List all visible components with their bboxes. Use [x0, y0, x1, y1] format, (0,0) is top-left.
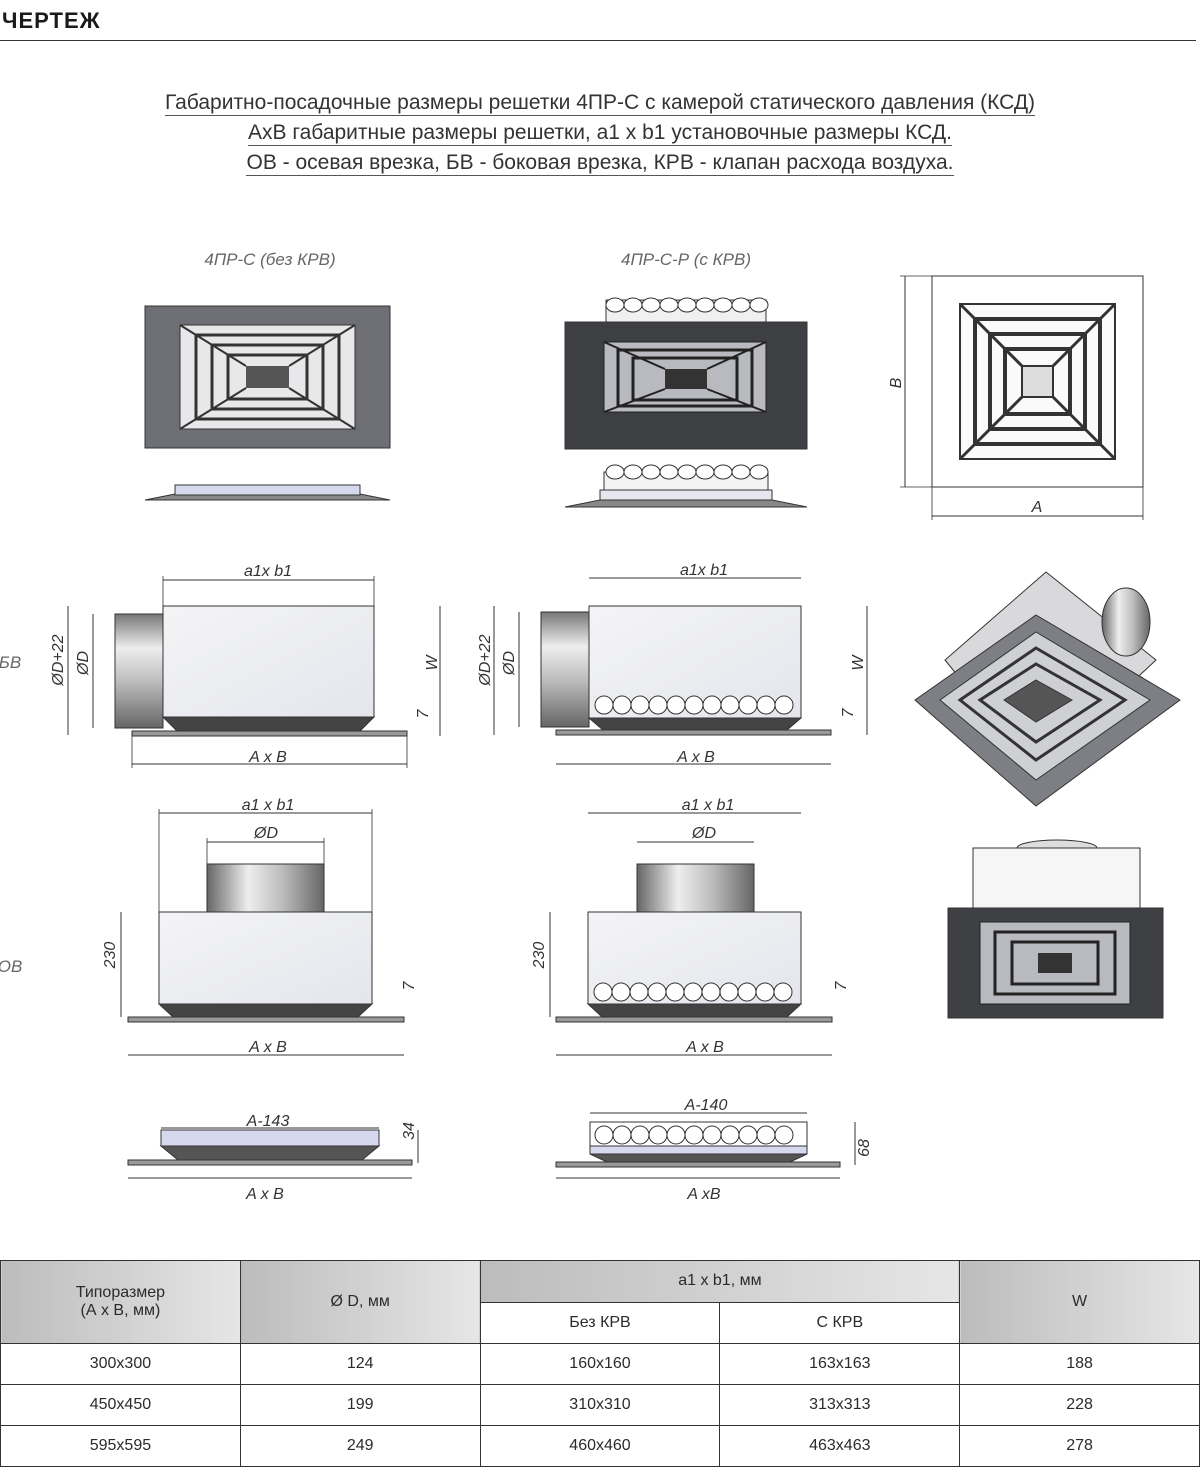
cell-d: 199	[239, 1384, 481, 1426]
page-header: ЧЕРТЕЖ	[0, 0, 1200, 42]
dim-34: 34	[401, 1122, 418, 1140]
dim-ab-section-left: A x B	[245, 1186, 284, 1203]
grille-section-middle	[555, 1112, 856, 1179]
dim-d22-middle: ØD+22	[477, 634, 494, 686]
grille-plan-right	[900, 275, 1144, 520]
label-bv: БВ	[0, 653, 21, 672]
grille-side-left	[144, 484, 391, 501]
label-view-without-krv: 4ПР-С (без КРВ)	[204, 250, 335, 269]
header-rule	[0, 40, 1196, 41]
dim-7-bv-left: 7	[415, 708, 432, 718]
dim-w-left: W	[424, 654, 441, 671]
header-diameter: Ø D, мм	[239, 1260, 481, 1344]
cell-with-krv: 313х313	[719, 1384, 961, 1426]
dim-a1b1-bv-middle: a1x b1	[680, 562, 728, 579]
dim-ab-bv-middle: A x B	[676, 749, 715, 766]
table-header-row: Типоразмер (А х В, мм) Ø D, мм a1 x b1, …	[0, 1260, 1200, 1344]
dim-a1b1-ov-left: a1 x b1	[242, 797, 294, 814]
dim-7-ov-left: 7	[401, 980, 418, 990]
caption-line-3: ОВ - осевая врезка, БВ - боковая врезка,…	[246, 151, 954, 176]
header-title: ЧЕРТЕЖ	[2, 8, 101, 33]
header-with-krv: С КРВ	[719, 1301, 961, 1344]
dim-230-left: 230	[102, 942, 119, 970]
header-w: W	[959, 1260, 1200, 1344]
header-no-krv: Без КРВ	[479, 1301, 721, 1344]
plenum-side-bv-middle	[493, 577, 868, 765]
dim-7-bv-middle: 7	[840, 707, 857, 717]
cell-no-krv: 310х310	[479, 1384, 721, 1426]
table-row: 300х300 124 160х160 163х163 188	[0, 1343, 1200, 1385]
dim-a143: A-143	[246, 1113, 290, 1130]
dim-d22-left: ØD+22	[50, 634, 67, 686]
dim-a1b1-ov-middle: a1 x b1	[682, 797, 734, 814]
cell-w: 278	[959, 1425, 1200, 1467]
dim-ab-section-middle: A xB	[686, 1186, 721, 1203]
dim-ab-ov-middle: A x B	[685, 1039, 724, 1056]
dim-230-middle: 230	[531, 942, 548, 970]
plenum-side-bv-left	[67, 576, 441, 768]
label-view-with-krv: 4ПР-С-Р (с КРВ)	[621, 250, 751, 269]
captions: Габаритно-посадочные размеры решетки 4ПР…	[0, 88, 1200, 178]
dim-68: 68	[856, 1139, 873, 1157]
dim-a1b1-bv-left: a1x b1	[244, 563, 292, 580]
dim-d-ov-left: ØD	[253, 825, 278, 842]
cell-w: 188	[959, 1343, 1200, 1385]
header-size: Типоразмер (А х В, мм)	[0, 1260, 241, 1344]
spec-table: Типоразмер (А х В, мм) Ø D, мм a1 x b1, …	[0, 1260, 1200, 1467]
cell-size: 450х450	[0, 1384, 241, 1426]
caption-line-1: Габаритно-посадочные размеры решетки 4ПР…	[164, 91, 1036, 116]
grille-section-left	[127, 1127, 419, 1179]
dim-d-bv-left: ØD	[75, 651, 92, 676]
plenum-axial-ov-left	[120, 809, 405, 1056]
dim-a140: A-140	[684, 1097, 728, 1114]
dim-w-middle: W	[850, 654, 867, 671]
caption-line-2: AxB габаритные размеры решетки, a1 x b1 …	[248, 121, 952, 146]
grille-front-left	[144, 305, 391, 449]
isometric-view	[914, 571, 1181, 807]
dim-d-ov-middle: ØD	[691, 825, 716, 842]
plenum-axial-ov-middle	[549, 812, 833, 1056]
grille-side-middle	[564, 464, 808, 508]
technical-drawing: 4ПР-С (без КРВ) 4ПР-С-Р (с КРВ)	[0, 250, 1181, 1203]
dim-7-ov-middle: 7	[833, 980, 850, 990]
dim-ab-ov-left: A x B	[248, 1039, 287, 1056]
table-row: 595х595 249 460х460 463х463 278	[0, 1425, 1200, 1467]
cell-with-krv: 163х163	[719, 1343, 961, 1385]
label-ov: ОВ	[0, 957, 22, 976]
cell-size: 300х300	[0, 1343, 241, 1385]
cell-d: 124	[239, 1343, 481, 1385]
dim-a: A	[1031, 499, 1043, 516]
cell-size: 595х595	[0, 1425, 241, 1467]
table-row: 450х450 199 310х310 313х313 228	[0, 1384, 1200, 1426]
grille-front-middle	[564, 297, 808, 450]
front-view-3d	[947, 839, 1164, 1019]
dim-d-bv-middle: ØD	[501, 651, 518, 676]
header-a1b1: a1 x b1, мм	[479, 1260, 961, 1303]
cell-d: 249	[239, 1425, 481, 1467]
cell-no-krv: 160х160	[479, 1343, 721, 1385]
cell-w: 228	[959, 1384, 1200, 1426]
cell-with-krv: 463х463	[719, 1425, 961, 1467]
dim-ab-bv-left: A x B	[248, 749, 287, 766]
table-subheader-row: Без КРВ С КРВ	[1, 1301, 1200, 1344]
cell-no-krv: 460х460	[479, 1425, 721, 1467]
dim-b: B	[888, 377, 905, 388]
